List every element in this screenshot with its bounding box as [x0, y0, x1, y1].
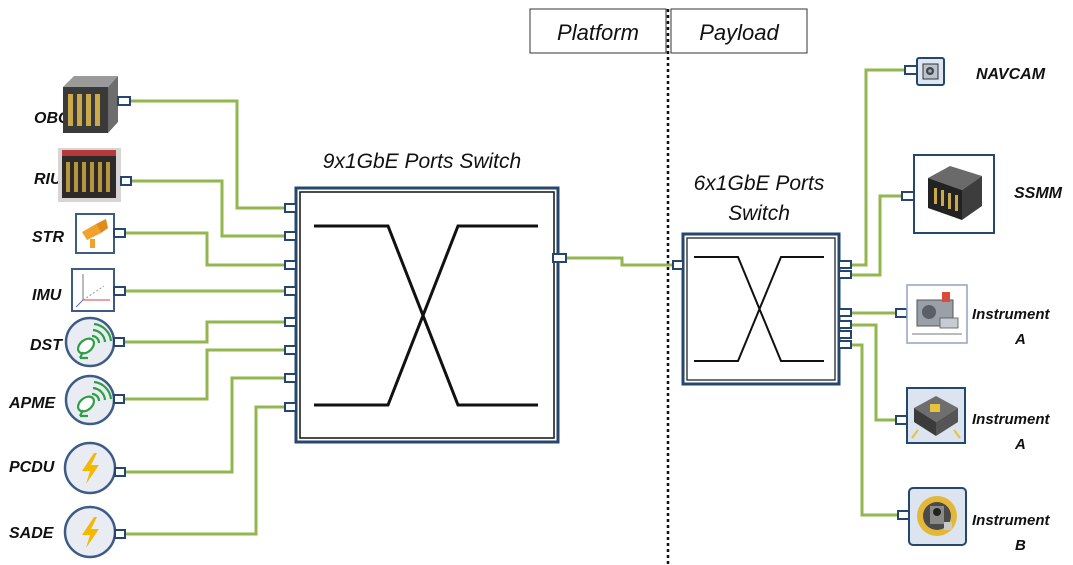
payload-switch-title-line1: 6x1GbE Ports: [694, 172, 825, 195]
device-ssmm: SSMM: [901, 154, 1063, 234]
device-label-line2: A: [1014, 331, 1026, 348]
star-tracker-icon: [82, 219, 108, 248]
payload-header: Payload: [670, 8, 808, 54]
imu-axes-icon: [75, 274, 110, 308]
device-label: OBC: [34, 110, 70, 127]
device-str: STR: [32, 213, 126, 254]
device-label: APME: [8, 395, 57, 412]
lightning-icon: [82, 453, 99, 484]
device-imu: IMU: [32, 268, 126, 312]
platform-label: Platform: [557, 20, 639, 45]
payload-switch: 6x1GbE Ports Switch: [672, 172, 852, 386]
device-label: NAVCAM: [976, 66, 1046, 83]
device-dst: DST: [30, 316, 125, 368]
device-label: SADE: [9, 525, 55, 542]
platform-header: Platform: [529, 8, 667, 54]
main-switch: 9x1GbE Ports Switch: [284, 150, 567, 444]
device-label: IMU: [32, 287, 62, 304]
device-label: PCDU: [9, 459, 55, 476]
payload-switch-title-line2: Switch: [728, 202, 790, 225]
payload-switch-ports: [672, 260, 852, 349]
device-label-line1: Instrument: [972, 411, 1051, 428]
lightning-icon: [82, 517, 99, 548]
device-riu: RIU: [34, 148, 132, 202]
instrument-icon: [911, 396, 961, 439]
main-switch-title: 9x1GbE Ports Switch: [323, 150, 521, 173]
instrument-icon: [912, 292, 962, 335]
device-apme: APME: [8, 374, 125, 426]
satellite-dish-icon: [77, 322, 113, 360]
platform-wires: [124, 99, 288, 536]
crossover-line: [314, 224, 538, 407]
inter-switch-link: [566, 256, 674, 267]
satellite-dish-icon: [77, 380, 113, 418]
camera-icon: [922, 63, 939, 80]
device-label: SSMM: [1014, 185, 1063, 202]
device-label-line2: A: [1014, 436, 1026, 453]
device-label: RIU: [34, 171, 62, 188]
mass-memory-icon: [928, 166, 982, 220]
device-obc: OBC: [34, 76, 131, 133]
device-label-line1: Instrument: [972, 306, 1051, 323]
main-switch-frame: [294, 186, 560, 444]
riu-unit-icon: [58, 148, 121, 202]
device-pcdu: PCDU: [9, 441, 126, 495]
device-instrument-a-2: Instrument A: [895, 387, 1051, 453]
instrument-icon: [917, 496, 957, 536]
device-label: DST: [30, 337, 63, 354]
device-label: STR: [32, 229, 64, 246]
device-navcam: NAVCAM: [904, 57, 1046, 86]
payload-wires: [850, 68, 906, 517]
obc-unit-icon: [63, 76, 118, 133]
payload-label: Payload: [699, 20, 779, 45]
device-instrument-a-1: Instrument A: [895, 284, 1051, 348]
crossover-line: [694, 256, 824, 362]
device-label-line2: B: [1015, 537, 1026, 554]
main-switch-ports: [284, 203, 567, 412]
device-instrument-b: Instrument B: [897, 487, 1051, 554]
device-label-line1: Instrument: [972, 512, 1051, 529]
device-sade: SADE: [9, 505, 126, 559]
payload-switch-frame: [681, 232, 841, 386]
